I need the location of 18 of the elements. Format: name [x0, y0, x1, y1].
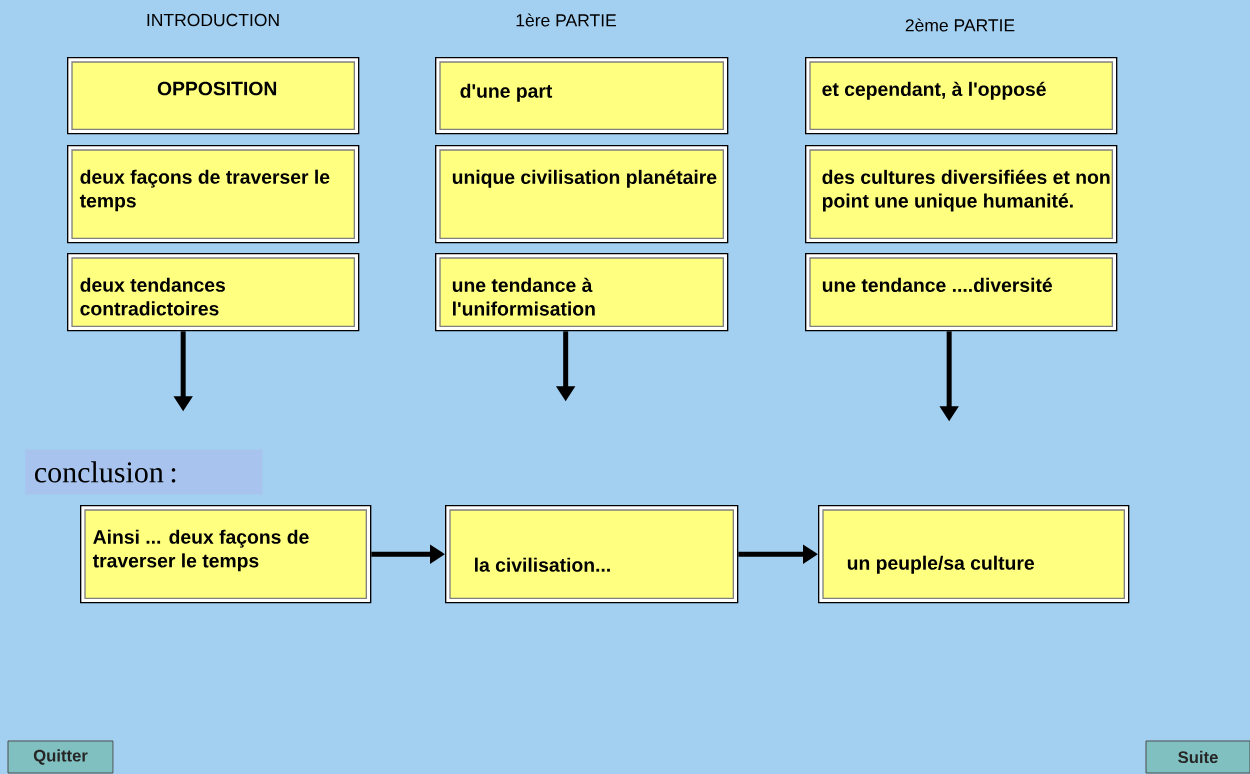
text-box: des cultures diversifiées et non point une unique humanité. [805, 145, 1118, 244]
text-box: et cependant, à l'opposé [805, 57, 1118, 135]
conclusion-heading: conclusion : [25, 449, 263, 495]
text-box: un peuple/sa culture [818, 505, 1130, 604]
column-heading: 1ère PARTIE [516, 13, 616, 27]
text-box: deux tendances contradictoires [67, 253, 360, 332]
column-heading: INTRODUCTION [147, 13, 279, 27]
text-box: une tendance ....diversité [805, 253, 1118, 332]
text-box: OPPOSITION [67, 57, 360, 135]
text-box: deux façons de traverser le temps [67, 145, 360, 244]
text-box: d'une part [435, 57, 729, 135]
text-box: unique civilisation planétaire [435, 145, 729, 244]
button: Quitter [7, 740, 114, 774]
text-box: la civilisation... [445, 505, 739, 604]
button: Suite [1145, 740, 1250, 774]
text-box: une tendance à l'uniformisation [435, 253, 729, 332]
column-heading: 2ème PARTIE [905, 18, 1015, 32]
text-box: Ainsi ... deux façons de traverser le temps [80, 505, 372, 604]
